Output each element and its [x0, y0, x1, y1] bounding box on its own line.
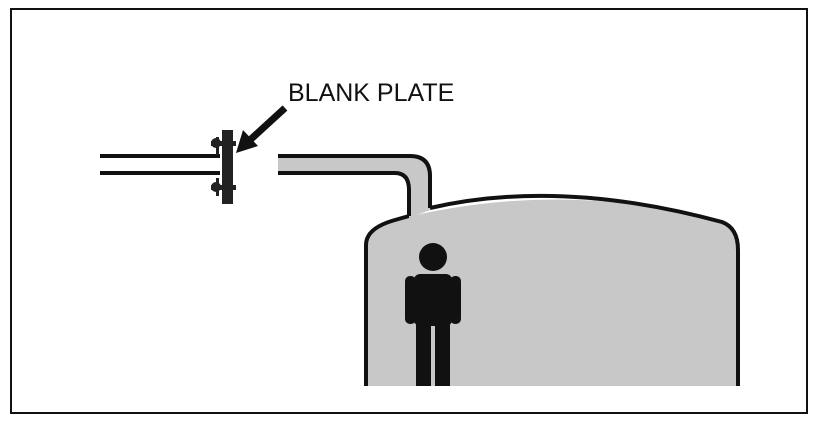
blank-plate-flange: [211, 130, 236, 204]
tank: [364, 193, 740, 386]
outlet-pipe: [278, 154, 432, 218]
person-icon: [405, 243, 461, 386]
blank-plate-label: BLANK PLATE: [288, 79, 454, 107]
inlet-pipe: [100, 154, 220, 175]
diagram-frame: [10, 8, 808, 414]
arrow-icon: [236, 105, 288, 153]
